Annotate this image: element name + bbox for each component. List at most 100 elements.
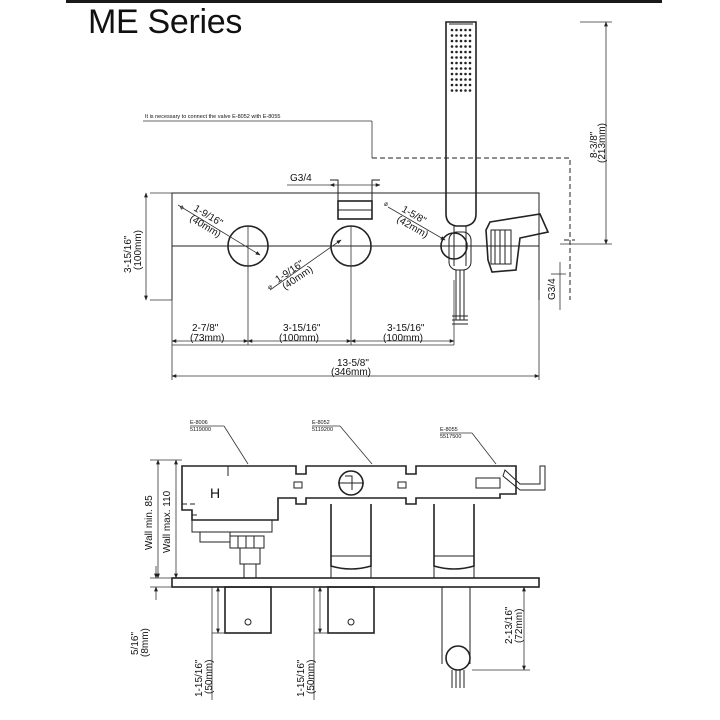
middle-knob-side — [327, 586, 375, 634]
part3-sub: 5517500 — [440, 434, 461, 440]
spout-met: (72mm) — [514, 609, 525, 643]
spray-nozzle-dot — [459, 39, 463, 43]
spray-nozzle-dot — [459, 78, 463, 81]
spray-nozzle-dot — [464, 67, 467, 70]
spray-nozzle-dot — [459, 67, 463, 70]
hand-shower — [445, 21, 477, 325]
spray-nozzle-dot — [464, 34, 467, 37]
spray-nozzle-dot — [450, 89, 454, 92]
spray-nozzle-dot — [459, 28, 463, 32]
part2-code: E-8052 — [312, 420, 330, 426]
spray-nozzle-dot — [455, 61, 458, 65]
valve-body — [181, 465, 517, 521]
spray-nozzle-dot — [464, 89, 467, 92]
spray-nozzle-dot — [468, 83, 472, 87]
knob1-imp: 1-15/16" — [194, 659, 205, 697]
spray-nozzle-dot — [464, 72, 467, 76]
height-shower-imp: 8-3/8" — [589, 131, 600, 158]
part1-code: E-8006 — [190, 420, 208, 426]
spray-nozzle-dot — [464, 83, 467, 87]
spray-nozzle-dot — [455, 78, 458, 81]
spray-nozzle-dot — [464, 78, 467, 81]
h-mark: H — [210, 485, 220, 501]
dia-right-symbol: ø — [384, 201, 388, 208]
knob1-met: (50mm) — [204, 660, 215, 694]
spray-nozzle-dot — [468, 56, 472, 59]
hose-outlet-side — [441, 587, 471, 688]
spray-nozzle-dot — [459, 50, 463, 54]
height-shower-met: (213mm) — [597, 123, 608, 163]
series-title: ME Series — [88, 3, 243, 41]
spray-nozzle-dot — [468, 61, 472, 65]
spout-imp: 2-13/16" — [504, 606, 515, 644]
right-stem — [433, 504, 475, 578]
span3-met: (100mm) — [383, 333, 423, 344]
wall-max-label: Wall max. 110 — [162, 490, 173, 553]
plate-thk-imp: 5/16" — [130, 632, 141, 655]
span2-imp: 3-15/16" — [283, 323, 321, 334]
thread-top-label: G3/4 — [290, 173, 312, 184]
spray-nozzle-dot — [459, 72, 463, 76]
spray-nozzle-dot — [450, 83, 454, 87]
spray-nozzle-dot — [459, 45, 463, 48]
spray-nozzle-dot — [468, 45, 472, 48]
thread-side-label: G3/4 — [547, 278, 558, 300]
spray-nozzle-dot — [450, 28, 454, 32]
spray-nozzle-dot — [459, 83, 463, 87]
part3-code: E-8055 — [440, 427, 458, 433]
spray-nozzle-dot — [455, 56, 458, 59]
spray-nozzle-dot — [450, 39, 454, 43]
part2-sub: 5119200 — [312, 427, 333, 433]
wall-plate — [171, 577, 540, 588]
spray-nozzle-dot — [450, 61, 454, 65]
total-imp: 13-5/8" — [337, 358, 369, 369]
spray-nozzle-dot — [468, 67, 472, 70]
spray-nozzle-dot — [459, 56, 463, 59]
spray-nozzle-dot — [468, 28, 472, 32]
span1-met: (73mm) — [190, 333, 224, 344]
spray-nozzle-dot — [450, 78, 454, 81]
spray-nozzle-dot — [450, 45, 454, 48]
spray-nozzle-dot — [468, 89, 472, 92]
connect-note: It is necessary to connect the valve E-8… — [145, 114, 280, 120]
spray-nozzle-dot — [468, 72, 472, 76]
spray-nozzle-dot — [455, 34, 458, 37]
spray-nozzle-dot — [455, 39, 458, 43]
spray-nozzle-dot — [459, 89, 463, 92]
spray-nozzle-dot — [459, 34, 463, 37]
spray-nozzle-dot — [450, 67, 454, 70]
top-border-bar — [66, 0, 662, 3]
side-view: E-8006 5119000 E-8052 5119200 E-8055 551… — [130, 420, 546, 700]
diverter-lever — [502, 465, 546, 491]
spray-nozzle-dot — [455, 50, 458, 54]
spray-nozzle-dot — [468, 39, 472, 43]
middle-stem — [330, 504, 372, 578]
height-plate-imp: 3-15/16" — [123, 235, 134, 273]
left-knob-side — [224, 586, 272, 634]
spray-nozzle-dot — [450, 72, 454, 76]
knob2-imp: 1-15/16" — [296, 659, 307, 697]
spray-nozzle-dot — [450, 34, 454, 37]
dashed-connection-box — [372, 157, 575, 241]
spray-nozzle-dot — [455, 89, 458, 92]
span1-imp: 2-7/8" — [192, 323, 219, 334]
total-met: (346mm) — [331, 367, 371, 378]
spray-nozzle-dot — [455, 83, 458, 87]
spray-nozzle-dot — [468, 78, 472, 81]
plate-thk-met: (8mm) — [140, 628, 151, 657]
top-view: It is necessary to connect the valve E-8… — [123, 21, 612, 380]
part1-sub: 5119000 — [190, 427, 211, 433]
spray-nozzle-dot — [455, 67, 458, 70]
spray-nozzle-dot — [464, 56, 467, 59]
spray-nozzle-dot — [455, 28, 458, 32]
spray-nozzle-dot — [464, 61, 467, 65]
wall-min-label: Wall min. 85 — [144, 495, 155, 550]
spray-nozzle-dot — [464, 50, 467, 54]
height-plate-met: (100mm) — [133, 230, 144, 270]
spray-nozzle-dot — [459, 61, 463, 65]
spray-nozzle-dot — [464, 45, 467, 48]
spray-nozzle-dot — [455, 45, 458, 48]
spray-nozzle-dot — [464, 28, 467, 32]
spray-nozzle-dot — [468, 34, 472, 37]
